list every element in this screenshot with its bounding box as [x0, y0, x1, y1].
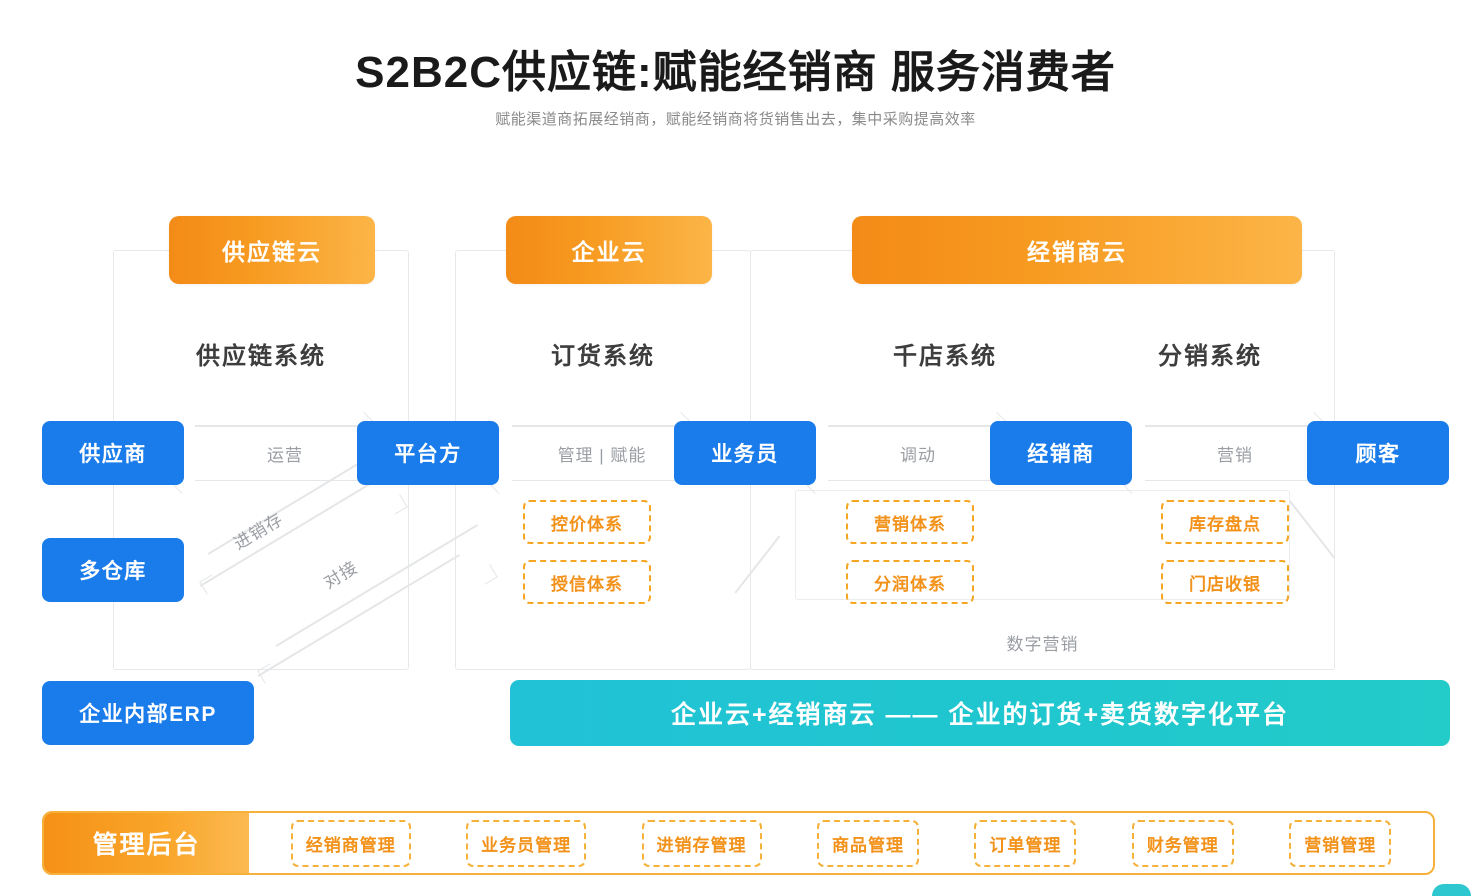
tag-credit-system[interactable]: 授信体系 — [523, 560, 651, 604]
connector-line-top — [828, 425, 1008, 427]
node-platform[interactable]: 平台方 — [357, 421, 499, 485]
mgmt-item-marketing[interactable]: 营销管理 — [1289, 819, 1392, 867]
system-label-thousand-store: 千店系统 — [893, 343, 997, 370]
mgmt-item-product[interactable]: 商品管理 — [816, 819, 919, 867]
management-console-bar: 管理后台 经销商管理 业务员管理 进销存管理 商品管理 订单管理 财务管理 营销… — [42, 811, 1435, 875]
cloud-label: 经销商云 — [1027, 239, 1127, 265]
connector-line-bottom — [195, 479, 375, 481]
teal-banner-label: 企业云+经销商云 —— 企业的订货+卖货数字化平台 — [670, 701, 1290, 729]
connector-line-top — [512, 425, 692, 427]
cloud-label: 供应链云 — [222, 239, 322, 265]
connector-line — [1289, 500, 1335, 558]
connector-line-bottom — [828, 479, 1008, 481]
page-subtitle: 赋能渠道商拓展经销商，赋能经销商将货销售出去，集中采购提高效率 — [495, 111, 976, 128]
management-items-list: 经销商管理 业务员管理 进销存管理 商品管理 订单管理 财务管理 营销管理 — [249, 813, 1433, 873]
tag-inventory-count[interactable]: 库存盘点 — [1161, 500, 1289, 544]
page-title: S2B2C供应链:赋能经销商 服务消费者 — [355, 48, 1116, 97]
cloud-label: 企业云 — [571, 239, 647, 265]
connector-operations: 运营 — [169, 411, 376, 495]
tag-label: 门店收银 — [1189, 574, 1261, 594]
node-distributor[interactable]: 经销商 — [990, 421, 1132, 485]
node-label: 多仓库 — [79, 560, 147, 583]
node-warehouse[interactable]: 多仓库 — [42, 538, 184, 602]
mgmt-item-order[interactable]: 订单管理 — [974, 819, 1077, 867]
node-label: 企业内部ERP — [79, 703, 217, 726]
connector-riser-left — [734, 500, 805, 595]
tag-marketing-system[interactable]: 营销体系 — [846, 500, 974, 544]
system-label-supply-chain: 供应链系统 — [196, 343, 326, 370]
node-customer[interactable]: 顾客 — [1307, 421, 1449, 485]
mgmt-item-salesperson[interactable]: 业务员管理 — [466, 819, 587, 867]
connector-line-top — [1145, 425, 1325, 427]
connector-riser-right — [1289, 500, 1360, 595]
connector-line-bottom — [1145, 479, 1325, 481]
node-salesperson[interactable]: 业务员 — [674, 421, 816, 485]
tag-label: 库存盘点 — [1189, 514, 1261, 534]
frame-digital-marketing — [795, 490, 1290, 600]
connector-integration-diagonal — [257, 524, 498, 684]
caption-digital-marketing: 数字营销 — [1006, 635, 1079, 654]
tag-label: 授信体系 — [551, 574, 623, 594]
mgmt-item-distributor[interactable]: 经销商管理 — [290, 819, 411, 867]
system-label-distribution: 分销系统 — [1158, 343, 1262, 370]
arrow-head-downleft-icon — [199, 574, 220, 595]
corner-accent-shape — [1432, 884, 1471, 896]
cloud-pill-supply-chain[interactable]: 供应链云 — [169, 216, 375, 284]
tag-profit-sharing[interactable]: 分润体系 — [846, 560, 974, 604]
mgmt-item-inventory[interactable]: 进销存管理 — [641, 819, 762, 867]
tag-label: 控价体系 — [551, 514, 623, 534]
connector-label: 营销 — [1217, 445, 1253, 465]
node-label: 经销商 — [1027, 443, 1095, 466]
tag-store-cashier[interactable]: 门店收银 — [1161, 560, 1289, 604]
node-internal-erp[interactable]: 企业内部ERP — [42, 681, 254, 745]
cloud-pill-enterprise[interactable]: 企业云 — [506, 216, 712, 284]
mgmt-item-finance[interactable]: 财务管理 — [1131, 819, 1234, 867]
cloud-pill-distributor[interactable]: 经销商云 — [852, 216, 1302, 284]
tag-label: 营销体系 — [874, 514, 946, 534]
management-console-title: 管理后台 — [44, 813, 249, 873]
management-console-label: 管理后台 — [92, 831, 201, 859]
connector-line-bottom — [512, 479, 692, 481]
system-label-ordering: 订货系统 — [551, 343, 655, 370]
connector-marketing: 营销 — [1119, 411, 1326, 495]
connector-label: 调动 — [900, 445, 936, 465]
node-label: 业务员 — [711, 443, 779, 466]
node-label: 平台方 — [394, 443, 462, 466]
node-label: 供应商 — [79, 443, 147, 466]
connector-label: 管理 | 赋能 — [557, 445, 647, 465]
connector-manage-empower: 管理 | 赋能 — [486, 411, 693, 495]
tag-price-control[interactable]: 控价体系 — [523, 500, 651, 544]
teal-platform-banner: 企业云+经销商云 —— 企业的订货+卖货数字化平台 — [510, 680, 1450, 746]
node-supplier[interactable]: 供应商 — [42, 421, 184, 485]
connector-mobilize: 调动 — [802, 411, 1009, 495]
connector-line — [734, 535, 780, 594]
node-label: 顾客 — [1355, 443, 1401, 466]
connector-line-top — [195, 425, 375, 427]
connector-label: 运营 — [267, 445, 303, 465]
connector-line-top — [275, 524, 478, 647]
tag-label: 分润体系 — [874, 574, 946, 594]
